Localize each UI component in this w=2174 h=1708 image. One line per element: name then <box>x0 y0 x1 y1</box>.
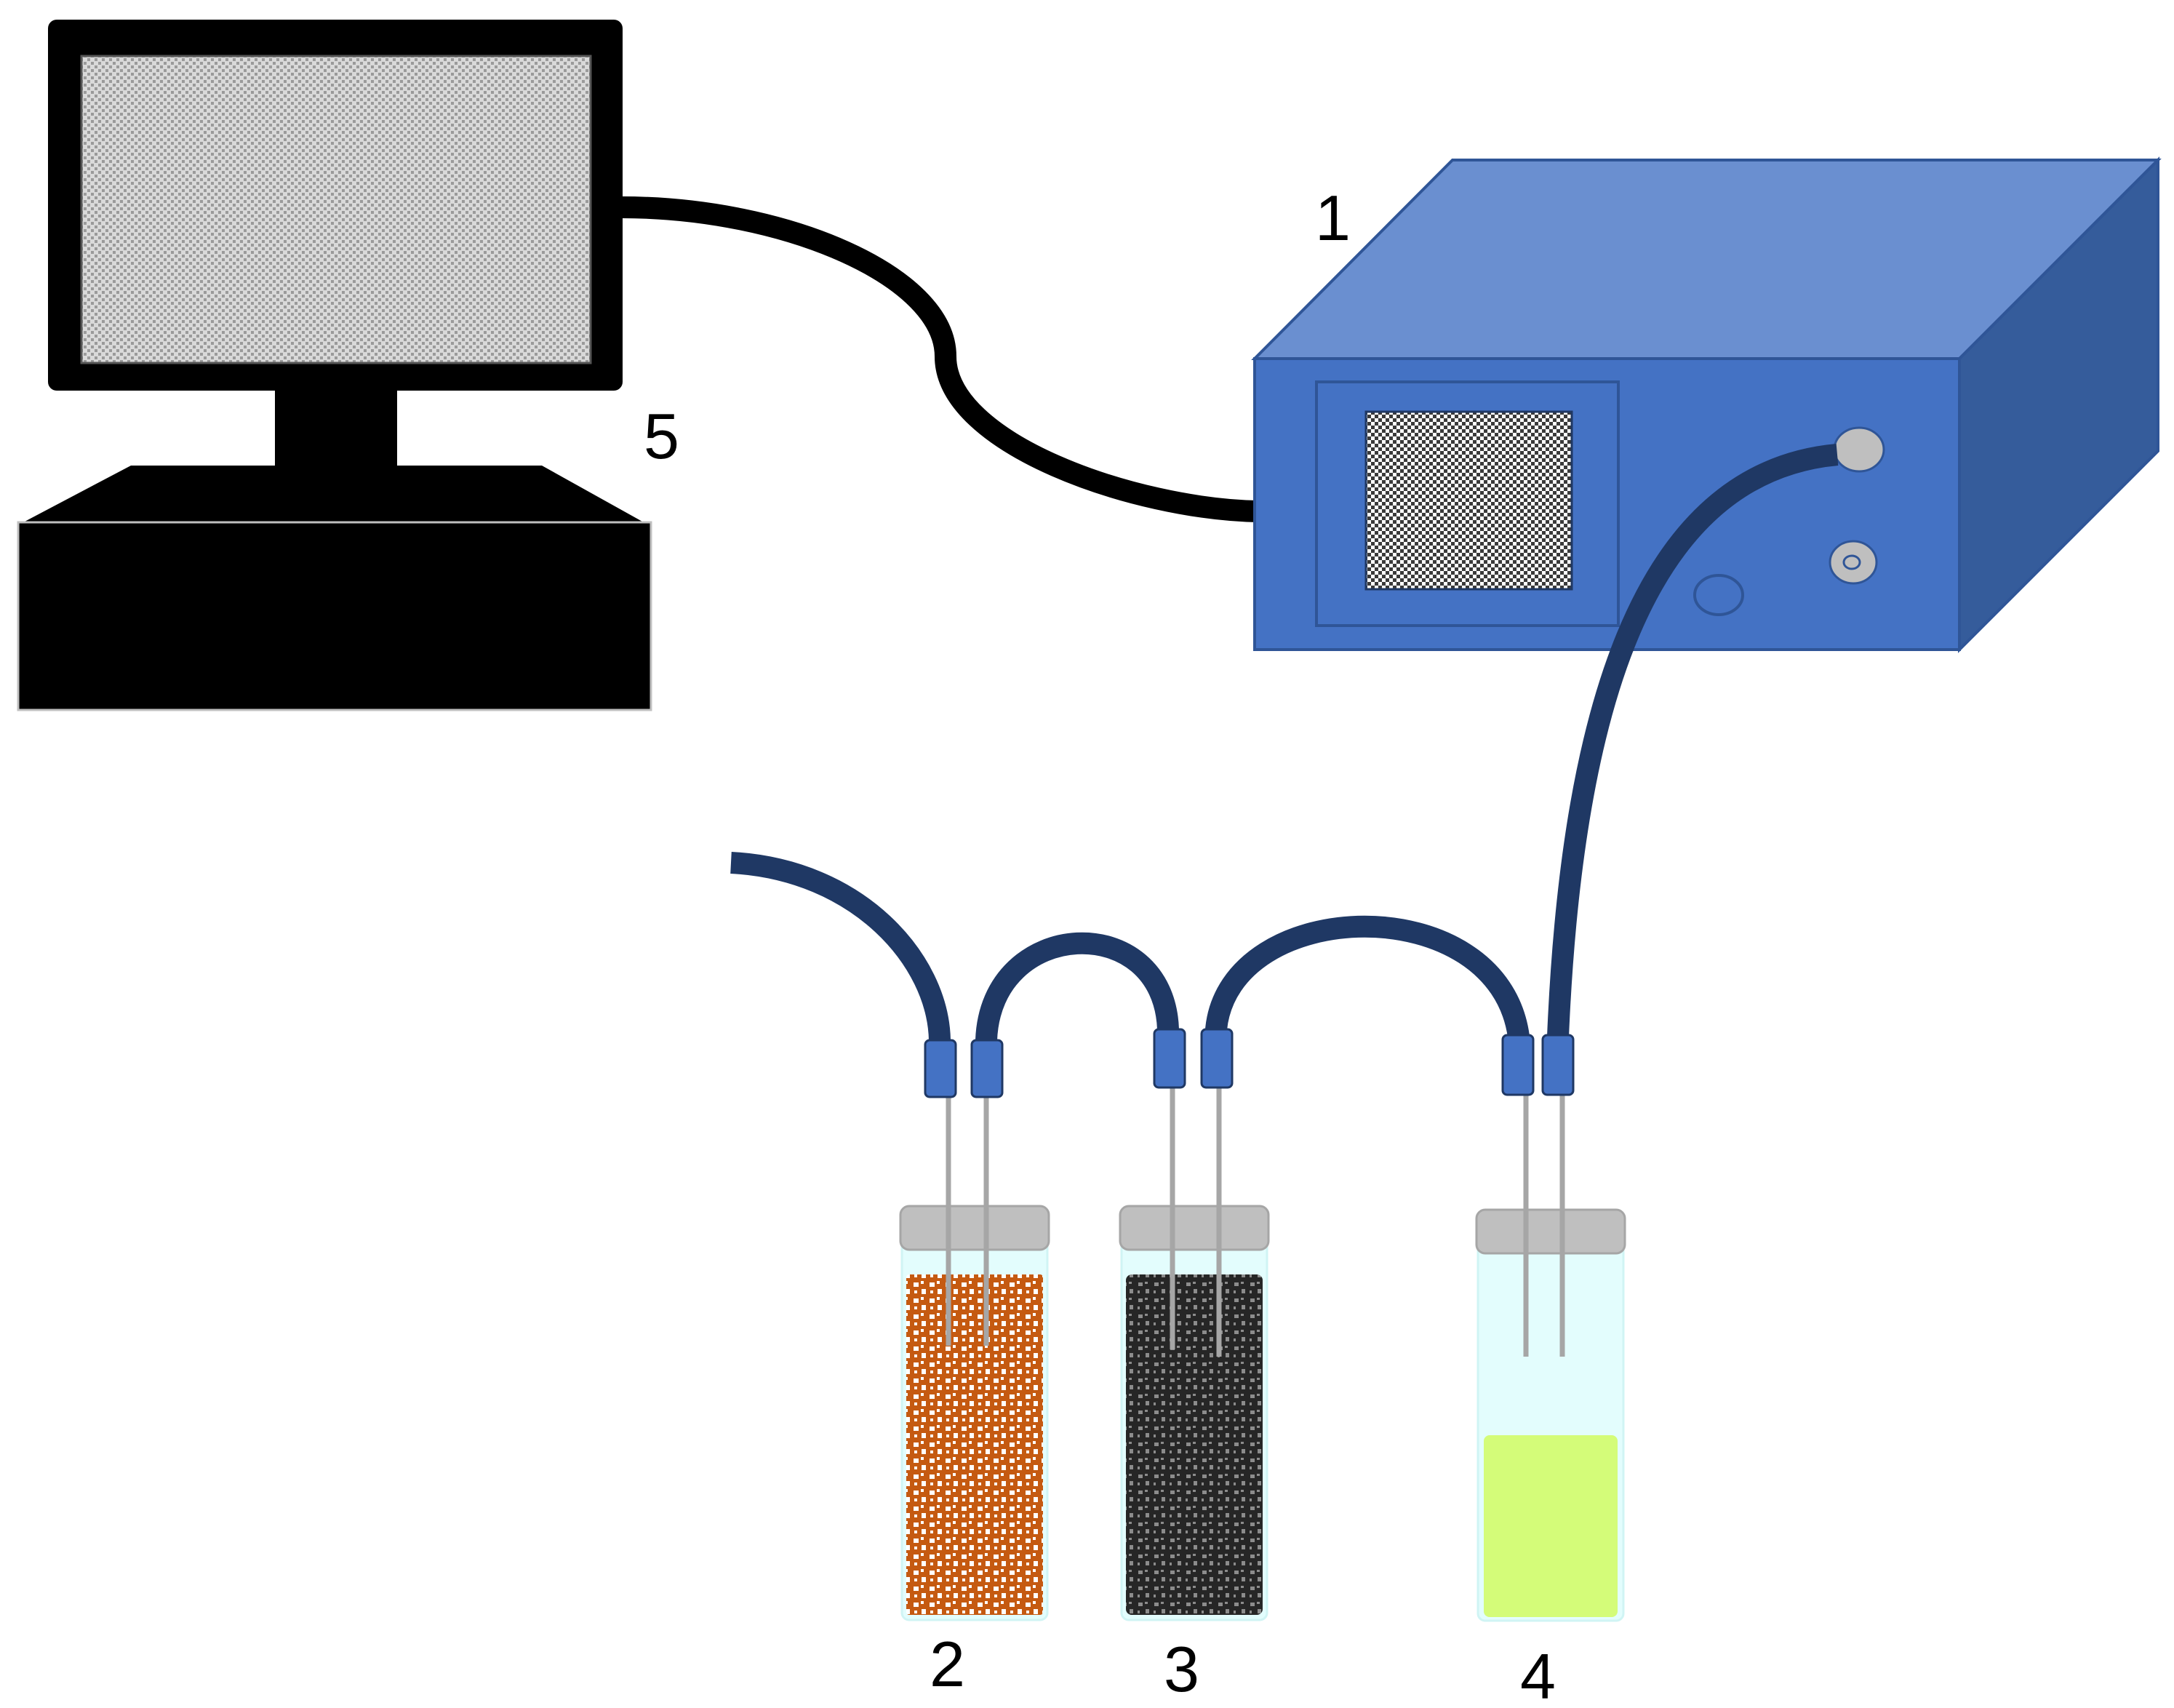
outlet-port-lower <box>1829 540 1878 585</box>
connector <box>1153 1028 1186 1089</box>
label-vial-yellow: 4 <box>1520 1640 1556 1708</box>
vial-black <box>1119 1028 1270 1621</box>
label-computer: 5 <box>644 400 679 472</box>
analyzer-box-icon <box>1251 156 2162 653</box>
tube-vial4-to-instrument <box>1547 444 1839 1037</box>
vial-yellow <box>1475 1034 1626 1622</box>
connector <box>924 1039 957 1098</box>
connector <box>1501 1034 1535 1096</box>
vial-cap <box>1475 1208 1626 1255</box>
label-vial-orange: 2 <box>930 1628 965 1700</box>
tube-vial2-to-vial3 <box>975 932 1179 1041</box>
tube-vial3-to-vial4 <box>1205 915 1530 1039</box>
vial-cap <box>899 1205 1050 1251</box>
outlet-port-lower-center <box>1842 554 1861 570</box>
vial-fill-black <box>1126 1274 1263 1615</box>
monitor-stand <box>275 391 397 467</box>
computer-case <box>17 521 652 711</box>
vial-cap <box>1119 1205 1270 1251</box>
data-cable <box>621 196 1259 522</box>
monitor-base <box>23 466 644 522</box>
connector <box>1200 1028 1234 1089</box>
monitor-screen <box>80 55 592 364</box>
outlet-port-upper <box>1833 426 1885 473</box>
connector <box>970 1039 1004 1098</box>
instrument-front <box>1253 357 1961 651</box>
instrument-button <box>1693 574 1744 616</box>
vial-orange <box>899 1039 1050 1621</box>
instrument-panel <box>1315 380 1620 627</box>
tubing <box>730 444 1839 1041</box>
desktop-computer-icon <box>17 20 652 711</box>
label-instrument: 1 <box>1315 182 1351 254</box>
instrument-display <box>1364 410 1573 591</box>
connector <box>1541 1034 1575 1096</box>
inlet-tube <box>730 852 951 1041</box>
vial-fill-orange <box>906 1274 1043 1615</box>
label-vial-black: 3 <box>1164 1633 1199 1705</box>
vial-liquid-yellow <box>1484 1435 1618 1617</box>
